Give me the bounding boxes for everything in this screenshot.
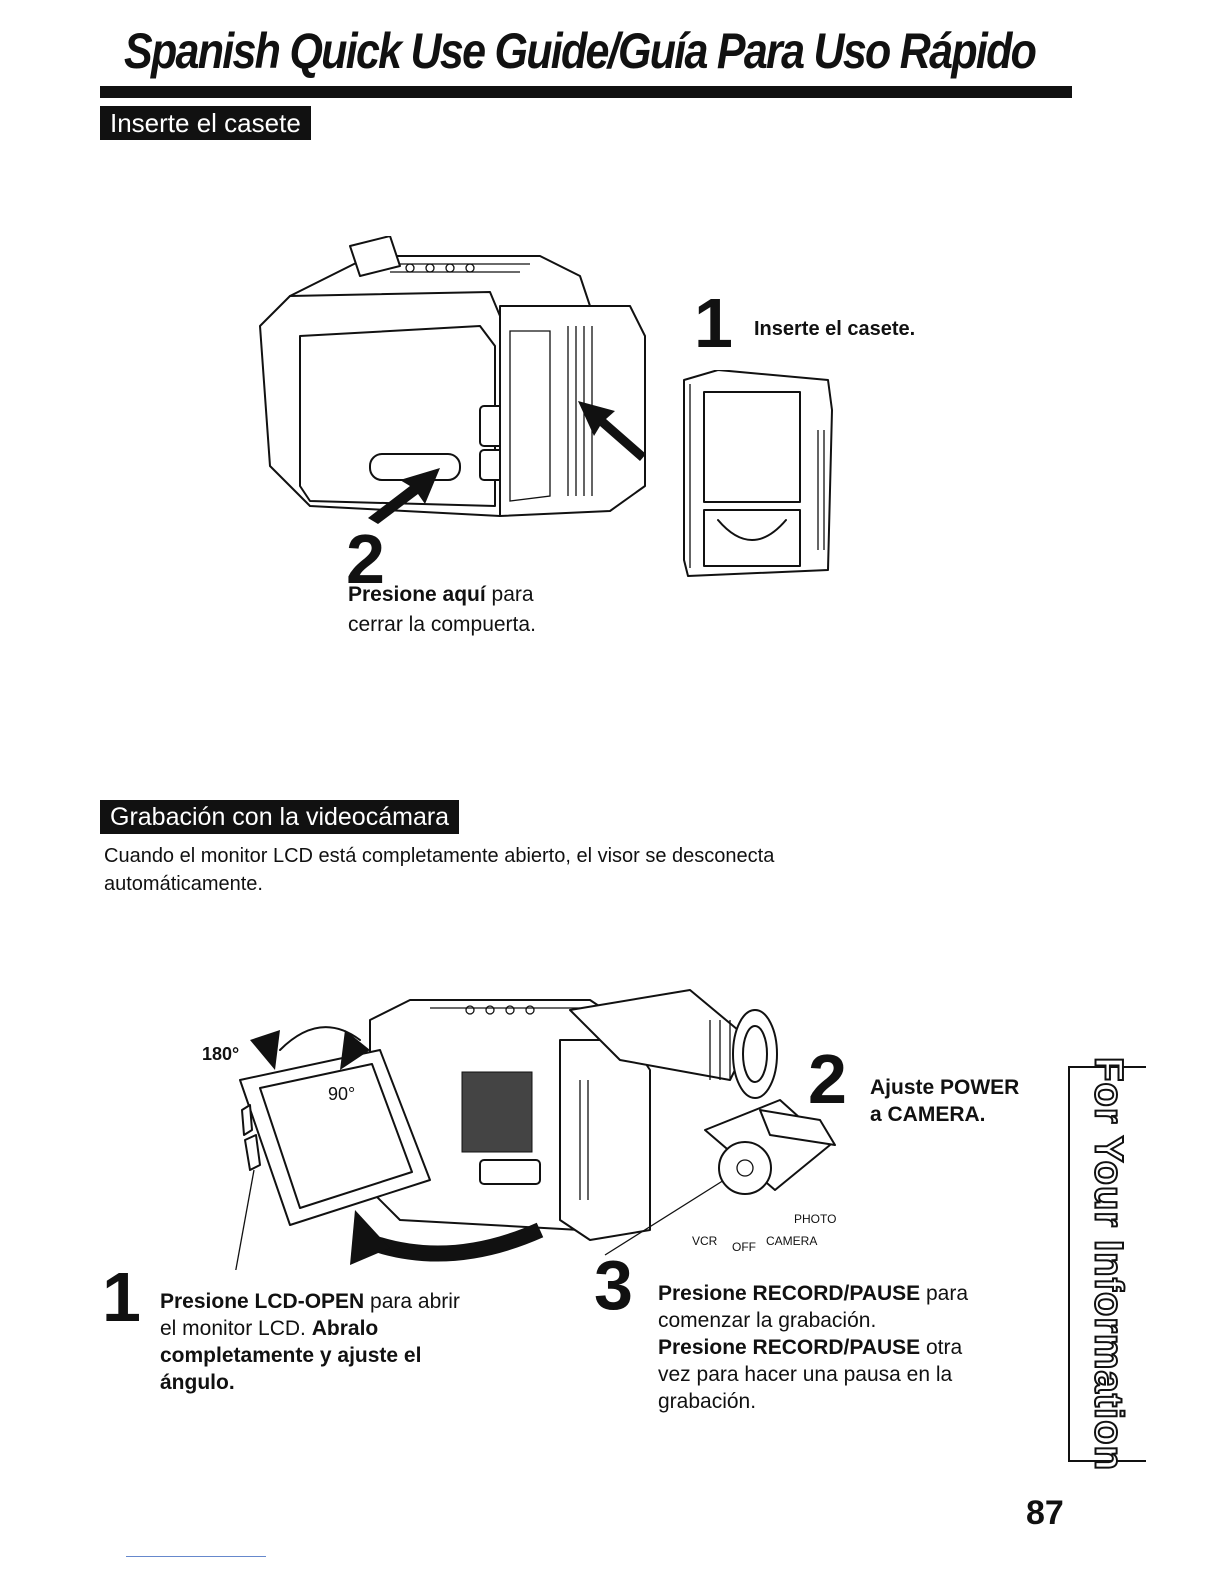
angle-180-label: 180° — [202, 1044, 240, 1064]
step-number-1: 1 — [694, 284, 733, 362]
rec-step-3-line5: grabación. — [658, 1390, 757, 1413]
intro-line-2: automáticamente. — [104, 873, 263, 895]
rec-step-3-line3-bold: Presione RECORD/PAUSE — [658, 1336, 921, 1359]
camcorder-cassette-illustration — [259, 236, 646, 524]
rec-step-1-line3-bold: completamente y ajuste el — [160, 1344, 422, 1367]
rec-step-3-line4: vez para hacer una pausa en la — [658, 1363, 953, 1386]
rec-step-3-text: Presione RECORD/PAUSE para comenzar la g… — [658, 1280, 968, 1415]
rec-step-1-line1-bold: Presione LCD-OPEN — [160, 1290, 365, 1313]
angle-90-label: 90° — [328, 1084, 356, 1104]
side-tab: For Your Information — [1068, 1056, 1146, 1472]
rec-step-3-line1-rest: para — [920, 1282, 969, 1305]
rec-step-1-line1-rest: para abrir — [364, 1290, 460, 1313]
step-2-text: Presione aquí para cerrar la compuerta. — [348, 580, 536, 640]
rec-step-1-line2-bold: Abralo — [311, 1317, 379, 1340]
step-number-2: 2 — [346, 520, 385, 598]
rec-step-2-line-2: a CAMERA. — [870, 1103, 986, 1126]
dial-photo-label: PHOTO — [794, 1212, 837, 1226]
rec-step-3-line3-rest: otra — [920, 1336, 963, 1359]
section-2-intro: Cuando el monitor LCD está completamente… — [104, 842, 774, 898]
step-2-bold: Presione aquí — [348, 583, 486, 606]
step-2-text-b: cerrar la compuerta. — [348, 613, 536, 636]
rec-step-1-text: Presione LCD-OPEN para abrir el monitor … — [160, 1288, 460, 1396]
cassette-illustration — [683, 370, 833, 577]
rec-step-2-line-1: Ajuste POWER — [870, 1076, 1020, 1099]
page-number: 87 — [1026, 1494, 1064, 1532]
bottom-rule — [126, 1556, 266, 1557]
intro-line-1: Cuando el monitor LCD está completamente… — [104, 845, 775, 867]
rec-step-number-2: 2 — [808, 1040, 847, 1118]
section-heading-insert-cassette: Inserte el casete — [100, 106, 311, 140]
rec-step-2-text: Ajuste POWER a CAMERA. — [870, 1074, 1019, 1128]
rec-step-3-line1-bold: Presione RECORD/PAUSE — [658, 1282, 921, 1305]
side-tab-label: For Your Information — [1086, 1056, 1132, 1472]
page-title: Spanish Quick Use Guide/Guía Para Uso Rá… — [124, 23, 1037, 79]
camcorder-lcd-illustration — [235, 989, 836, 1270]
step-1-text: Inserte el casete. — [754, 318, 916, 340]
rec-step-number-3: 3 — [594, 1246, 633, 1324]
dial-vcr-label: VCR — [692, 1234, 718, 1248]
rec-step-1-line2-plain: el monitor LCD. — [160, 1317, 312, 1340]
rec-step-1-line4-bold: ángulo. — [160, 1371, 235, 1394]
section-heading-recording: Grabación con la videocámara — [100, 800, 460, 834]
rec-step-3-line2: comenzar la grabación. — [658, 1309, 877, 1332]
step-2-text-a: para — [485, 583, 534, 606]
dial-camera-label: CAMERA — [766, 1234, 818, 1248]
rec-step-number-1: 1 — [102, 1258, 141, 1336]
title-rule — [100, 86, 1072, 98]
dial-off-label: OFF — [732, 1240, 756, 1254]
